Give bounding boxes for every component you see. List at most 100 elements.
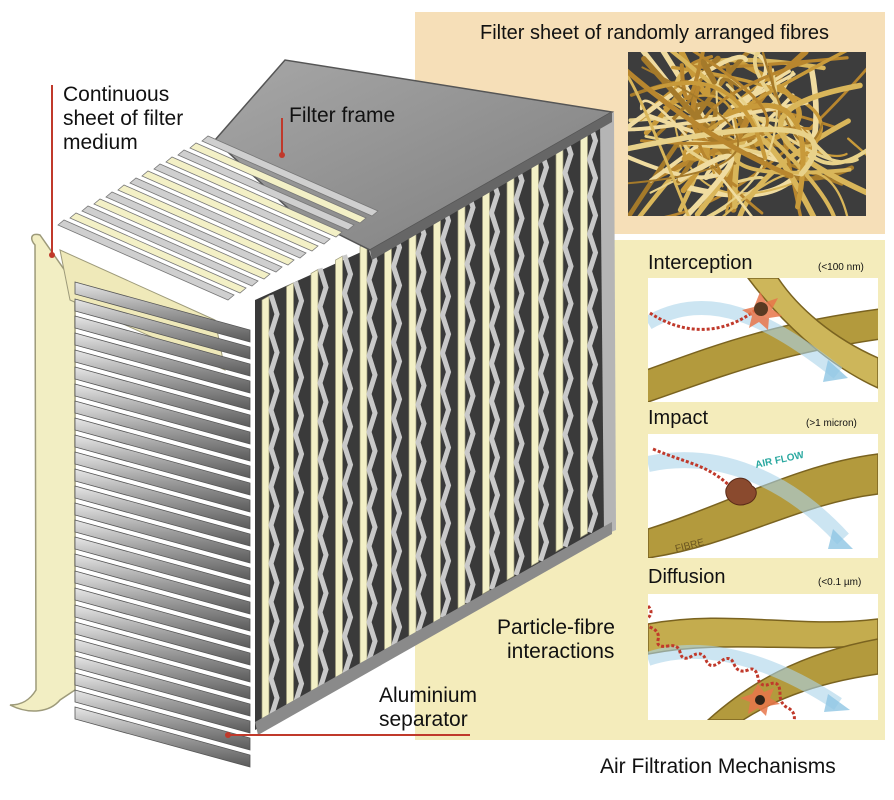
air-flow-arrow [648,645,842,710]
aluminium-separator-pleat [74,638,251,700]
aluminium-separator-pleat [74,689,251,751]
mechanism-range-interception: (<100 nm) [818,262,864,273]
impact-diagram: AIR FLOW FIBRE [648,434,878,558]
top-pleat-ridge [141,170,319,252]
filter-medium-fold [457,188,466,610]
particle [755,695,765,705]
filter-medium-fold [310,268,319,695]
aluminium-separator-column [341,254,354,676]
aluminium-separator-column [390,227,403,647]
filter-medium-fold [531,149,539,567]
aluminium-separator-column [513,161,525,576]
aluminium-separator-pleat [74,366,251,428]
aluminium-separator-pleat [74,519,251,581]
top-pleat-ridge [117,184,295,266]
filter-medium-fold [555,135,564,553]
filter-medium-fold [433,202,441,624]
filter-medium-fold [580,122,588,539]
particle-path [652,447,735,491]
fibre-panel-title: Filter sheet of randomly arranged fibres [480,22,830,44]
fibre [640,52,769,145]
aluminium-separator-column [292,280,305,704]
filter-medium-fold [335,255,343,681]
aluminium-separator-column [366,241,378,661]
mechanism-range-impact: (>1 micron) [806,418,857,429]
top-pleat-ridge [105,191,283,273]
fibre [847,137,866,156]
filter-medium-fold [359,242,368,666]
mechanism-title-diffusion: Diffusion [648,566,726,588]
fibre [677,153,735,216]
filter-medium-fold [408,215,417,638]
fibre [669,52,836,216]
aluminium-separator-pleat [74,706,251,768]
aluminium-separator-pleat [74,349,251,411]
aluminium-separator-column [562,134,574,548]
label-particle-fibre-interactions: Particle-fibre interactions [497,616,615,663]
aluminium-separator-pleat [74,570,251,632]
particle [725,477,757,506]
label-aluminium-separator: Aluminium separator [379,684,478,731]
label-continuous-sheet: Continuous sheet of filter medium [63,83,184,154]
filter-medium-sheet [9,233,76,712]
aluminium-separator-pleat [74,468,251,530]
top-pleat-ridge [81,205,259,287]
filter-medium-fold [482,175,490,595]
aluminium-separator-pleat [74,672,251,734]
top-pleat-ridge [153,163,331,245]
mechanism-title-interception: Interception [648,252,753,274]
aluminium-separator-pleat [74,451,251,513]
particle-path [649,306,759,331]
top-pleat-ridge [177,149,355,231]
top-pleat-ridge [189,142,367,224]
filter-medium-fold [506,162,515,581]
aluminium-separator-column [488,174,501,590]
fibre [628,68,794,179]
aluminium-separator-pleat [74,417,251,479]
fibre [646,80,768,161]
fibre [761,52,824,145]
aluminium-separator-pleat [74,434,251,496]
aluminium-separator-pleat [74,621,251,683]
diffusion-diagram [648,594,878,720]
label-filter-frame: Filter frame [289,104,396,127]
aluminium-separator-pleat [74,298,251,360]
top-pleat-ridge [129,177,307,259]
aluminium-separator-column [268,294,280,718]
filter-medium-fold [261,295,270,723]
fibre [679,52,705,100]
aluminium-separator-column [415,214,427,633]
random-fibres-image [628,52,866,216]
aluminium-separator-column [464,187,476,605]
particle [754,302,768,316]
fibre [676,101,718,184]
aluminium-separator-column [317,267,329,690]
aluminium-separator-column [586,121,599,534]
aluminium-separator-pleat [74,587,251,649]
fibre [628,126,818,177]
air-flow-arrow [648,301,843,379]
front-pleats [74,281,251,768]
top-pleat-ridge [165,156,343,238]
fibre [663,67,866,216]
top-pleat-ridge [93,198,271,280]
fibre [628,100,809,132]
aluminium-separator-pleat [74,315,251,377]
fibre [732,132,817,216]
aluminium-separator-pleat [74,553,251,615]
aluminium-separator-pleat [74,655,251,717]
aluminium-separator-pleat [74,485,251,547]
frame-edge-right [600,112,616,535]
filter-medium-fold [384,228,392,652]
fibre [700,58,718,85]
top-pleat-ridges [57,135,379,301]
aluminium-separator-pleat [74,281,251,343]
aluminium-separator-pleat [74,400,251,462]
top-pleat-ridge [201,135,379,217]
aluminium-separator-pleat [74,332,251,394]
frame-edge-bottom [255,522,612,735]
air-flow-arrow [648,452,849,545]
aluminium-separator-pleat [74,536,251,598]
air-flow-label: AIR FLOW [754,450,805,471]
